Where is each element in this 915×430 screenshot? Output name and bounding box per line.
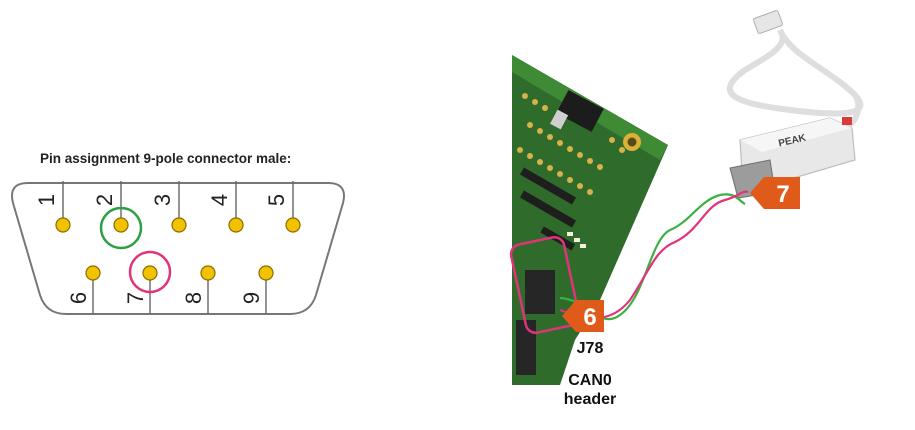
pin-3	[171, 217, 187, 233]
pin-label-1: 1	[34, 194, 59, 206]
usb-plug	[753, 10, 783, 34]
callout-7: 7	[750, 177, 800, 209]
pin-label-3: 3	[150, 194, 175, 206]
pcb-mounting-hole-inner	[627, 137, 637, 147]
pin-label-7: 7	[123, 292, 148, 304]
pin-4	[228, 217, 244, 233]
pcb-pads	[517, 93, 625, 195]
pcb-chip-pad	[550, 109, 569, 130]
usb-cable	[727, 28, 864, 117]
pin-2-highlight-ring	[99, 206, 143, 250]
callout-6-number: 6	[583, 304, 596, 331]
pcb-chip	[556, 90, 604, 132]
pin-label-4: 4	[207, 194, 232, 206]
adapter-top	[740, 118, 852, 152]
connector-label-j78: J78	[576, 340, 604, 357]
wire-magenta	[559, 190, 749, 320]
db9-connector-diagram: 1 2 3 4 5 6 7 8 9	[11, 181, 345, 315]
pin-1	[55, 217, 71, 233]
pcb-headers	[516, 167, 576, 375]
pin-8	[200, 265, 216, 281]
pin-label-6: 6	[66, 292, 91, 304]
connector-outline	[11, 182, 345, 315]
header-label-line2: header	[563, 391, 617, 408]
callout-6: 6	[562, 300, 604, 332]
pin-2	[113, 217, 129, 233]
pin-label-8: 8	[181, 292, 206, 304]
pin-9	[258, 265, 274, 281]
pin-7	[142, 265, 158, 281]
pin-label-2: 2	[92, 194, 117, 206]
header-label-line1: CAN0	[568, 372, 612, 389]
pin-label-9: 9	[239, 292, 264, 304]
pin-6	[85, 265, 101, 281]
pin-5	[285, 217, 301, 233]
adapter-led	[842, 117, 852, 125]
callout-7-number: 7	[776, 181, 789, 208]
diagram-title: Pin assignment 9-pole connector male:	[40, 151, 292, 166]
pin-label-5: 5	[264, 194, 289, 206]
pin-7-highlight-ring	[128, 250, 172, 294]
pcb-leds	[567, 232, 586, 248]
j78-highlight-box	[509, 235, 581, 335]
